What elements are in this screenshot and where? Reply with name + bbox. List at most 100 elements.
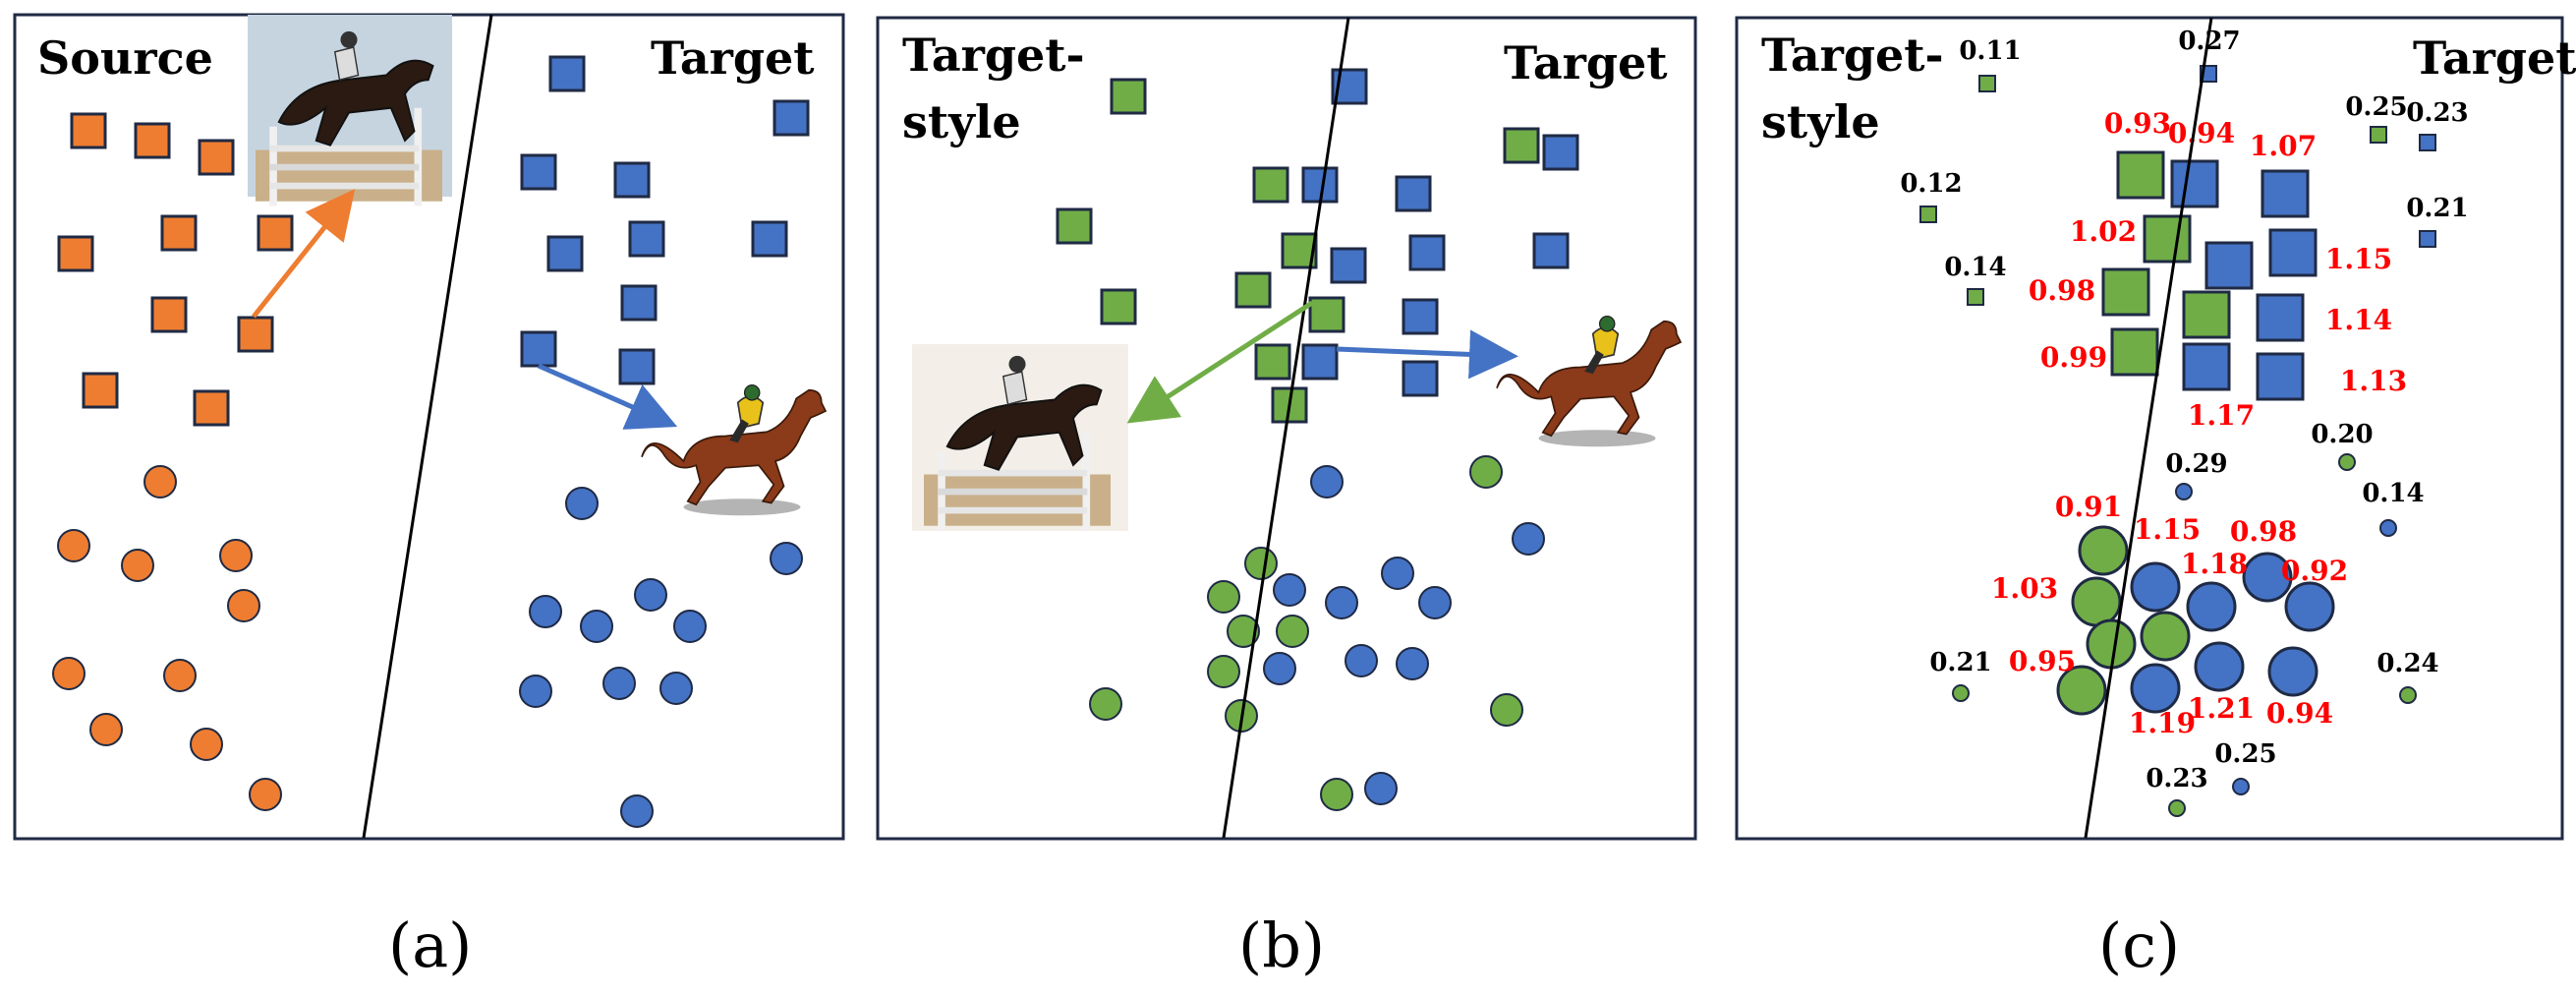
large-square-value-label: 0.99 (2040, 341, 2107, 374)
source-circle (52, 657, 86, 690)
large-value-circle (2267, 646, 2318, 697)
target-square (751, 220, 788, 258)
large-circle-value-label: 1.21 (2188, 692, 2255, 725)
small-circle-value-label: 0.14 (2362, 479, 2424, 508)
large-value-square (2204, 241, 2254, 290)
large-value-square (2116, 150, 2165, 200)
source-circle (121, 549, 154, 582)
large-value-circle (2086, 618, 2137, 670)
target-circle (659, 672, 693, 705)
target-square (546, 235, 584, 272)
large-value-square (2143, 214, 2192, 264)
source-square (257, 214, 294, 252)
racing-horse-icon (1496, 315, 1682, 448)
target-square (1532, 232, 1570, 269)
target-circle (1364, 772, 1398, 805)
source-square (198, 139, 235, 176)
racing-horse-icon (641, 383, 827, 517)
panel-a-divider (362, 14, 493, 839)
target-square (613, 161, 651, 199)
source-circle (190, 728, 223, 761)
target-circle (519, 675, 552, 708)
large-value-square (2256, 352, 2305, 401)
target-circle (1418, 586, 1452, 619)
target-square (773, 99, 810, 137)
small-square-value-label: 0.12 (1900, 169, 1962, 199)
target-style-square (1234, 271, 1272, 309)
target-style-square (1100, 288, 1137, 325)
panel-b-target-style-label-line2: style (902, 95, 1021, 148)
large-value-circle (2242, 552, 2293, 603)
target-square (1402, 360, 1439, 397)
panel-a-orange-arrow (252, 189, 356, 319)
large-square-value-label: 0.93 (2104, 107, 2171, 140)
small-value-square (1967, 288, 1984, 306)
large-circle-value-label: 1.19 (2129, 707, 2196, 739)
target-style-square (1254, 343, 1291, 381)
small-circle-value-label: 0.20 (2311, 420, 2373, 449)
panel-b-blue-arrow (1336, 329, 1518, 380)
caption-c: (c) (2098, 910, 2181, 981)
large-value-circle (2284, 581, 2335, 632)
target-square (1408, 234, 1446, 271)
small-square-value-label: 0.23 (2406, 98, 2468, 128)
target-style-circle (1207, 580, 1240, 614)
small-value-circle (2168, 799, 2186, 817)
large-circle-value-label: 0.92 (2281, 555, 2348, 587)
target-square (1301, 343, 1339, 381)
panel-b-target-style-label-line1: Target- (902, 29, 1085, 82)
small-value-circle (2338, 453, 2356, 471)
target-square (520, 330, 557, 368)
target-style-circle (1320, 778, 1353, 811)
source-circle (143, 465, 177, 499)
panel-c-target-label: Target (2413, 31, 2576, 85)
large-circle-value-label: 1.15 (2134, 513, 2201, 546)
target-style-square (1308, 296, 1345, 333)
target-circle (529, 595, 562, 628)
target-circle (565, 487, 599, 520)
small-value-square (2370, 126, 2387, 144)
large-value-square (2182, 342, 2231, 391)
source-circle (57, 529, 90, 562)
large-square-value-label: 1.02 (2070, 215, 2137, 248)
large-value-circle (2186, 581, 2237, 632)
target-style-circle (1469, 455, 1503, 489)
small-value-circle (2399, 686, 2417, 704)
large-square-value-label: 1.07 (2250, 130, 2317, 162)
large-circle-value-label: 1.03 (1991, 572, 2058, 605)
panel-a-source-label: Source (37, 31, 213, 85)
target-style-circle (1089, 687, 1122, 721)
large-value-circle (2194, 641, 2245, 692)
target-square (620, 284, 658, 322)
target-circle (1396, 647, 1429, 680)
source-circle (249, 778, 282, 811)
large-circle-value-label: 0.91 (2055, 491, 2122, 523)
large-circle-value-label: 0.98 (2230, 515, 2297, 548)
small-value-circle (2175, 483, 2193, 500)
target-style-square (1252, 166, 1289, 204)
target-circle (770, 542, 803, 575)
target-circle (1325, 586, 1358, 619)
target-square (548, 55, 586, 92)
small-square-value-label: 0.11 (1959, 36, 2021, 66)
large-square-value-label: 1.14 (2325, 304, 2392, 336)
large-circle-value-label: 1.18 (2181, 548, 2248, 580)
large-value-circle (2056, 665, 2107, 716)
large-circle-value-label: 0.94 (2266, 697, 2333, 730)
panel-c-target-style-label-line2: style (1761, 95, 1880, 148)
target-style-circle (1207, 655, 1240, 688)
small-value-square (1919, 205, 1937, 223)
target-circle (1273, 573, 1306, 607)
target-style-square (1503, 127, 1540, 164)
caption-a: (a) (388, 910, 473, 981)
small-circle-value-label: 0.25 (2214, 739, 2276, 769)
source-circle (227, 589, 260, 622)
target-circle (1512, 522, 1545, 556)
large-value-square (2256, 293, 2305, 342)
large-value-square (2261, 169, 2310, 218)
large-square-value-label: 0.98 (2029, 274, 2095, 307)
source-square (193, 389, 230, 427)
small-circle-value-label: 0.23 (2146, 764, 2207, 793)
panel-b-green-arrow (1126, 300, 1314, 424)
